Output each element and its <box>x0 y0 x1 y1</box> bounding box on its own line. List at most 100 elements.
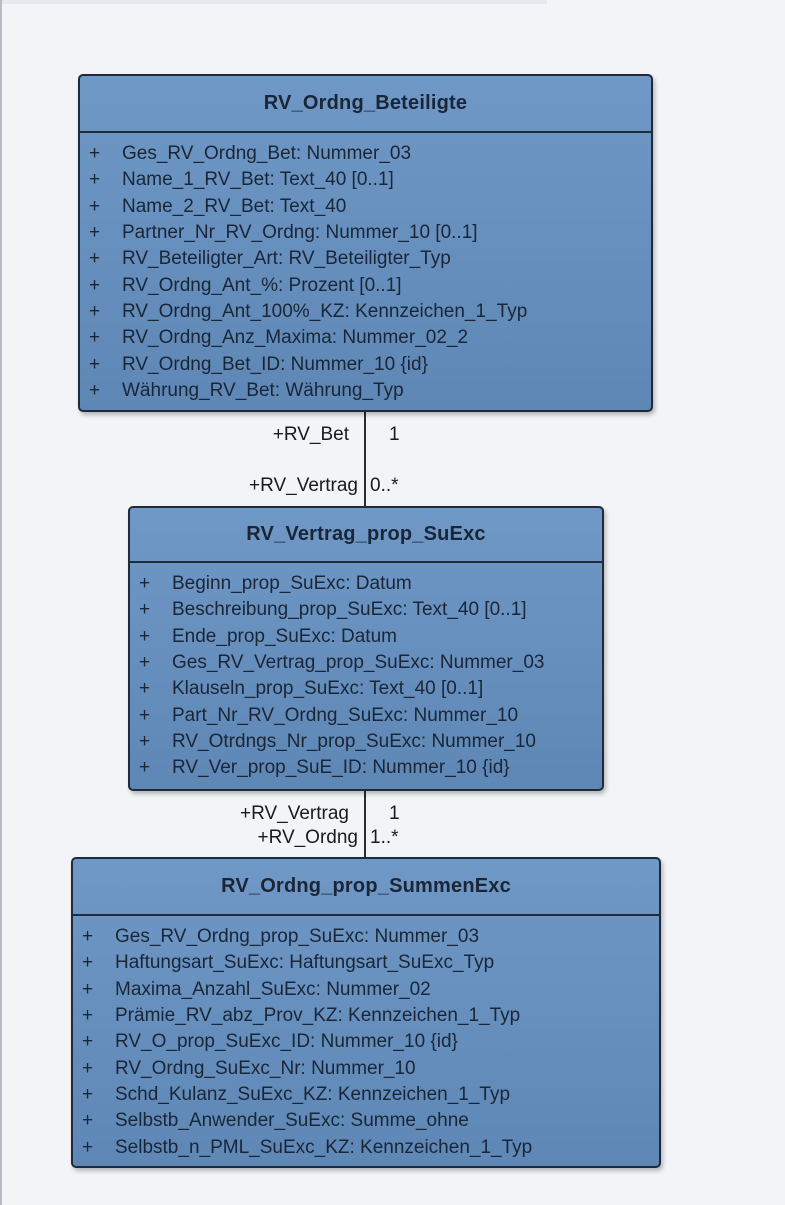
assoc1-upper-multiplicity: 1 <box>389 424 400 445</box>
attribute-row[interactable]: + RV_Ordng_Ant_100%_KZ: Kennzeichen_1_Typ <box>80 299 651 325</box>
attribute-text: RV_Ver_prop_SuE_ID: Nummer_10 {id} <box>172 757 510 779</box>
attribute-row[interactable]: + Part_Nr_RV_Ordng_SuExc: Nummer_10 <box>130 702 602 728</box>
attribute-row[interactable]: +Haftungsart_SuExc: Haftungsart_SuExc_Ty… <box>73 950 659 976</box>
attribute-text: Selbstb_n_PML_SuExc_KZ: Kennzeichen_1_Ty… <box>115 1136 533 1158</box>
attribute-row[interactable]: + RV_O_prop_SuExc_ID: Nummer_10 {id} <box>73 1029 659 1055</box>
attribute-text: Ges_RV_Ordng_prop_SuExc: Nummer_03 <box>115 926 480 948</box>
visibility-marker: + <box>82 926 94 948</box>
attribute-list: + Ges_RV_Ordng_Bet: Nummer_03 + Name_1_RV_… <box>80 133 651 404</box>
attribute-row[interactable]: +RV_Beteiligter_Art: RV_Beteiligter_Typ <box>80 246 651 272</box>
class-rv-vertrag-prop-suexc[interactable]: RV_Vertrag_prop_SuExc + Beginn_prop_SuExc… <box>128 506 604 791</box>
visibility-marker: + <box>89 353 101 375</box>
visibility-marker: + <box>139 599 151 621</box>
attribute-text: RV_Ordng_Ant_100%_KZ: Kennzeichen_1_Typ <box>122 300 528 322</box>
association-line-2[interactable] <box>364 789 366 859</box>
visibility-marker: + <box>82 1005 94 1027</box>
assoc1-upper-role: +RV_Bet <box>272 424 349 445</box>
class-rv-ordng-prop-summenexc[interactable]: RV_Ordng_prop_SummenExc + Ges_RV_Ordng_pr… <box>71 857 661 1168</box>
assoc2-lower-multiplicity: 1..* <box>370 827 399 848</box>
visibility-marker: + <box>82 1031 94 1053</box>
visibility-marker: + <box>89 327 101 349</box>
visibility-marker: + <box>89 195 101 217</box>
attribute-text: RV_Ordng_Ant_%: Prozent [0..1] <box>122 274 402 296</box>
attribute-row[interactable]: + Ende_prop_SuExc: Datum <box>130 624 602 650</box>
visibility-marker: + <box>139 730 151 752</box>
attribute-row[interactable]: + Ges_RV_Vertrag_prop_SuExc: Nummer_03 <box>130 650 602 676</box>
association-line-1[interactable] <box>364 410 366 508</box>
visibility-marker: + <box>139 704 151 726</box>
attribute-text: Haftungsart_SuExc: Haftungsart_SuExc_Typ <box>115 952 495 974</box>
attribute-row[interactable]: + Klauseln_prop_SuExc: Text_40 [0..1] <box>130 676 602 702</box>
assoc2-upper-multiplicity: 1 <box>389 803 400 824</box>
visibility-marker: + <box>89 379 101 401</box>
attribute-text: RV_O_prop_SuExc_ID: Nummer_10 {id} <box>115 1031 458 1053</box>
attribute-text: Selbstb_Anwender_SuExc: Summe_ohne <box>115 1110 469 1132</box>
attribute-text: RV_Ordng_SuExc_Nr: Nummer_10 <box>115 1057 416 1079</box>
attribute-row[interactable]: + Prämie_RV_abz_Prov_KZ: Kennzeichen_1_Ty… <box>73 1003 659 1029</box>
attribute-row[interactable]: + Beschreibung_prop_SuExc: Text_40 [0..1] <box>130 597 602 623</box>
canvas-top-strip <box>2 0 547 4</box>
canvas-border <box>0 0 2 1205</box>
visibility-marker: + <box>82 1136 94 1158</box>
attribute-row[interactable]: + Name_2_RV_Bet: Text_40 <box>80 194 651 220</box>
attribute-text: RV_Beteiligter_Art: RV_Beteiligter_Typ <box>122 248 451 270</box>
visibility-marker: + <box>82 1057 94 1079</box>
assoc2-lower-role: +RV_Ordng <box>257 827 358 848</box>
visibility-marker: + <box>139 757 151 779</box>
attribute-list: + Beginn_prop_SuExc: Datum + Beschreibung_… <box>130 563 602 781</box>
attribute-text: Name_1_RV_Bet: Text_40 [0..1] <box>122 169 394 191</box>
class-title: RV_Vertrag_prop_SuExc <box>246 523 486 545</box>
attribute-row[interactable]: +Partner_Nr_RV_Ordng: Nummer_10 [0..1] <box>80 220 651 246</box>
visibility-marker: + <box>139 573 151 595</box>
attribute-text: Schd_Kulanz_SuExc_KZ: Kennzeichen_1_Typ <box>115 1083 511 1105</box>
attribute-text: Beginn_prop_SuExc: Datum <box>172 573 412 595</box>
visibility-marker: + <box>139 678 151 700</box>
attribute-row[interactable]: + RV_Otrdngs_Nr_prop_SuExc: Nummer_10 <box>130 729 602 755</box>
attribute-row[interactable]: + Selbstb_n_PML_SuExc_KZ: Kennzeichen_1_T… <box>73 1134 659 1160</box>
attribute-row[interactable]: + RV_Ordng_Anz_Maxima: Nummer_02_2 <box>80 325 651 351</box>
visibility-marker: + <box>139 652 151 674</box>
attribute-text: Maxima_Anzahl_SuExc: Nummer_02 <box>115 978 431 1000</box>
attribute-text: RV_Ordng_Anz_Maxima: Nummer_02_2 <box>122 327 469 349</box>
visibility-marker: + <box>82 978 94 1000</box>
visibility-marker: + <box>89 169 101 191</box>
attribute-row[interactable]: + RV_Ver_prop_SuE_ID: Nummer_10 {id} <box>130 755 602 781</box>
assoc1-lower-multiplicity: 0..* <box>370 475 399 496</box>
attribute-text: Ges_RV_Ordng_Bet: Nummer_03 <box>122 143 412 165</box>
attribute-list: +Ges_RV_Ordng_prop_SuExc: Nummer_03 +Haf… <box>73 916 659 1161</box>
class-rv-ordng-beteiligte[interactable]: RV_Ordng_Beteiligte + Ges_RV_Ordng_Bet: N… <box>78 74 653 412</box>
attribute-text: Prämie_RV_abz_Prov_KZ: Kennzeichen_1_Typ <box>115 1005 521 1027</box>
attribute-text: Währung_RV_Bet: Währung_Typ <box>122 379 404 401</box>
class-title: RV_Ordng_prop_SummenExc <box>221 875 511 897</box>
attribute-row[interactable]: + Selbstb_Anwender_SuExc: Summe_ohne <box>73 1108 659 1134</box>
attribute-row[interactable]: + Name_1_RV_Bet: Text_40 [0..1] <box>80 167 651 193</box>
class-name: RV_Vertrag_prop_SuExc <box>130 508 602 563</box>
class-name: RV_Ordng_Beteiligte <box>80 76 651 133</box>
attribute-row[interactable]: +RV_Ordng_Bet_ID: Nummer_10 {id} <box>80 351 651 377</box>
assoc1-lower-role: +RV_Vertrag <box>249 475 358 496</box>
visibility-marker: + <box>139 625 151 647</box>
attribute-row[interactable]: + Maxima_Anzahl_SuExc: Nummer_02 <box>73 977 659 1003</box>
visibility-marker: + <box>89 143 101 165</box>
attribute-text: Ges_RV_Vertrag_prop_SuExc: Nummer_03 <box>172 652 545 674</box>
attribute-row[interactable]: + Währung_RV_Bet: Währung_Typ <box>80 378 651 404</box>
attribute-row[interactable]: + Beginn_prop_SuExc: Datum <box>130 571 602 597</box>
class-name: RV_Ordng_prop_SummenExc <box>73 859 659 916</box>
attribute-text: Part_Nr_RV_Ordng_SuExc: Nummer_10 <box>172 704 519 726</box>
attribute-text: Partner_Nr_RV_Ordng: Nummer_10 [0..1] <box>122 222 478 244</box>
attribute-row[interactable]: + Ges_RV_Ordng_Bet: Nummer_03 <box>80 141 651 167</box>
visibility-marker: + <box>82 1110 94 1132</box>
attribute-row[interactable]: + RV_Ordng_SuExc_Nr: Nummer_10 <box>73 1055 659 1081</box>
attribute-text: RV_Otrdngs_Nr_prop_SuExc: Nummer_10 <box>172 730 536 752</box>
attribute-text: Beschreibung_prop_SuExc: Text_40 [0..1] <box>172 599 527 621</box>
attribute-text: Name_2_RV_Bet: Text_40 <box>122 195 347 217</box>
visibility-marker: + <box>89 300 101 322</box>
visibility-marker: + <box>82 1083 94 1105</box>
class-title: RV_Ordng_Beteiligte <box>263 92 468 114</box>
attribute-row[interactable]: + Schd_Kulanz_SuExc_KZ: Kennzeichen_1_Typ <box>73 1082 659 1108</box>
attribute-row[interactable]: + Ges_RV_Ordng_prop_SuExc: Nummer_03 <box>73 924 659 950</box>
attribute-text: Klauseln_prop_SuExc: Text_40 [0..1] <box>172 678 484 700</box>
attribute-text: Ende_prop_SuExc: Datum <box>172 625 397 647</box>
attribute-row[interactable]: +RV_Ordng_Ant_%: Prozent [0..1] <box>80 272 651 298</box>
assoc2-upper-role: +RV_Vertrag <box>240 803 349 824</box>
